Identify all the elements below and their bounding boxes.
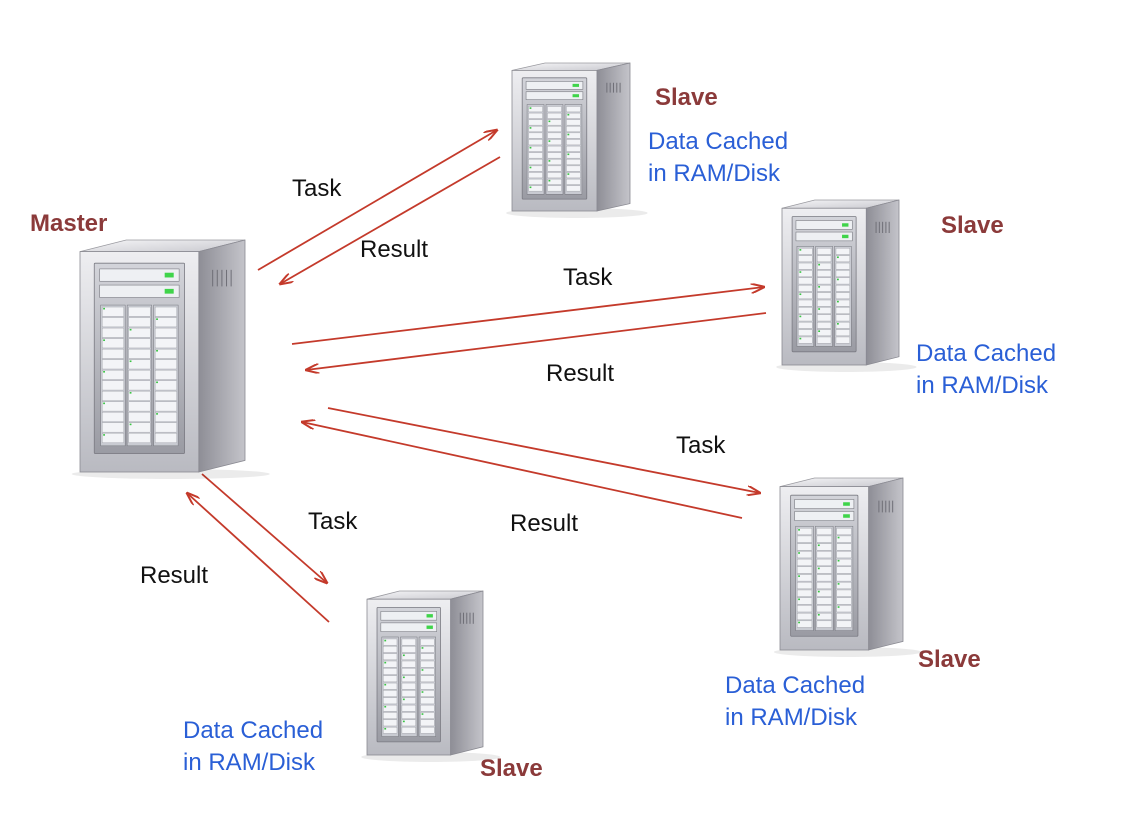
- link-1-result-label: Result: [360, 236, 429, 263]
- slave-4-cache-line2: in RAM/Disk: [183, 749, 316, 776]
- slave-4-cache-line1: Data Cached: [183, 717, 324, 744]
- arrow-result-from-slave-3: [302, 422, 743, 519]
- arrow-result-from-slave-2: [306, 312, 767, 370]
- slave-2-cache-line1: Data Cached: [916, 340, 1057, 367]
- arrow-task-to-slave-2: [291, 287, 764, 345]
- arrow-task-to-slave-3: [327, 407, 760, 493]
- slave-4-server-icon: [361, 590, 501, 762]
- link-3-result-label: Result: [510, 510, 579, 537]
- master-title: Master: [30, 210, 108, 237]
- slave-3-cache-note: Data Cached in RAM/Disk: [725, 670, 865, 734]
- slave-3-cache-line2: in RAM/Disk: [725, 704, 858, 731]
- arrow-task-to-slave-1: [257, 130, 497, 271]
- link-4-task-label: Task: [308, 508, 358, 535]
- slave-1-title: Slave: [655, 84, 718, 111]
- arrows-layer: [187, 130, 767, 623]
- link-1-task-label: Task: [292, 175, 342, 202]
- slave-1-cache-note: Data Cached in RAM/Disk: [648, 126, 788, 190]
- slave-1-cache-line2: in RAM/Disk: [648, 160, 781, 187]
- slave-4-cache-note: Data Cached in RAM/Disk: [183, 715, 323, 779]
- link-3-task-label: Task: [676, 432, 726, 459]
- slave-4-title: Slave: [480, 755, 543, 782]
- slave-2-title: Slave: [941, 212, 1004, 239]
- slave-2-cache-note: Data Cached in RAM/Disk: [916, 338, 1056, 402]
- master-server-icon: [71, 239, 270, 479]
- arrow-result-from-slave-1: [280, 156, 501, 284]
- slave-3-cache-line1: Data Cached: [725, 672, 866, 699]
- link-4-result-label: Result: [140, 562, 209, 589]
- slave-1-cache-line1: Data Cached: [648, 128, 789, 155]
- slave-3-title: Slave: [918, 646, 981, 673]
- slave-1-server-icon: [506, 62, 648, 218]
- arrow-result-from-slave-4: [187, 493, 330, 623]
- link-2-result-label: Result: [546, 360, 615, 387]
- slave-3-server-icon: [773, 477, 922, 657]
- arrow-task-to-slave-4: [201, 473, 327, 583]
- servers-layer: [71, 62, 922, 762]
- slave-2-cache-line2: in RAM/Disk: [916, 372, 1049, 399]
- slave-2-server-icon: [776, 199, 917, 372]
- link-2-task-label: Task: [563, 264, 613, 291]
